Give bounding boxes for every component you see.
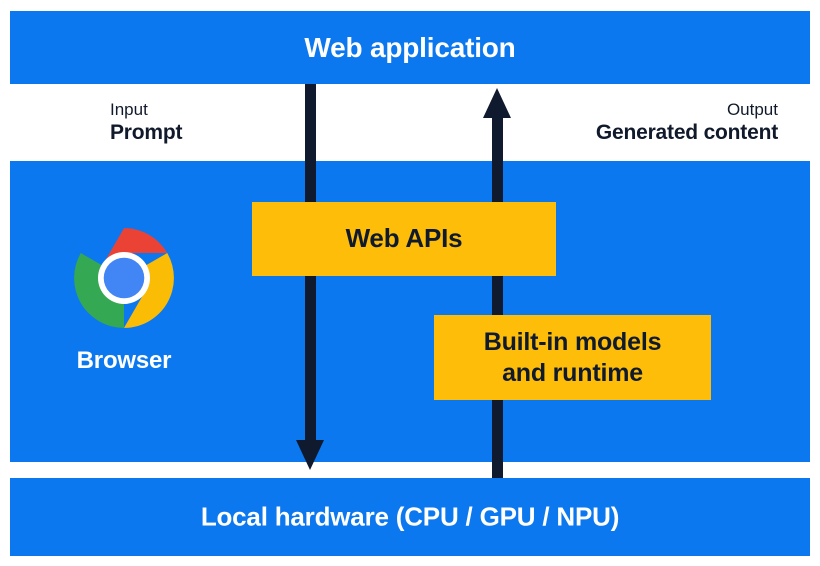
output-value-label: Generated content <box>595 121 778 145</box>
input-value-label: Prompt <box>110 121 183 145</box>
box-built-in-models-line-1: Built-in models <box>483 328 662 356</box>
input-kind-label: Input <box>110 100 148 119</box>
box-built-in-models-label: Built-in models and runtime <box>484 327 662 388</box>
arrow-down-head <box>296 440 324 470</box>
chrome-logo-icon <box>74 228 174 328</box>
box-web-apis-label: Web APIs <box>345 223 463 254</box>
band-local-hardware: Local hardware (CPU / GPU / NPU) <box>10 478 810 556</box>
box-built-in-models: Built-in models and runtime <box>434 315 711 400</box>
input-flow-label: Input Prompt <box>110 99 183 146</box>
band-web-application-label: Web application <box>304 31 516 63</box>
arrow-up-shaft <box>492 116 503 478</box>
browser-group: Browser <box>62 226 186 375</box>
band-local-hardware-label: Local hardware (CPU / GPU / NPU) <box>200 501 620 532</box>
output-kind-label: Output <box>726 100 778 119</box>
box-built-in-models-line-2: and runtime <box>502 358 643 387</box>
band-web-application: Web application <box>10 11 810 84</box>
browser-label: Browser <box>76 347 172 374</box>
box-web-apis: Web APIs <box>252 202 556 276</box>
output-flow-label: Output Generated content <box>596 99 778 146</box>
arrow-up-head <box>483 88 511 118</box>
